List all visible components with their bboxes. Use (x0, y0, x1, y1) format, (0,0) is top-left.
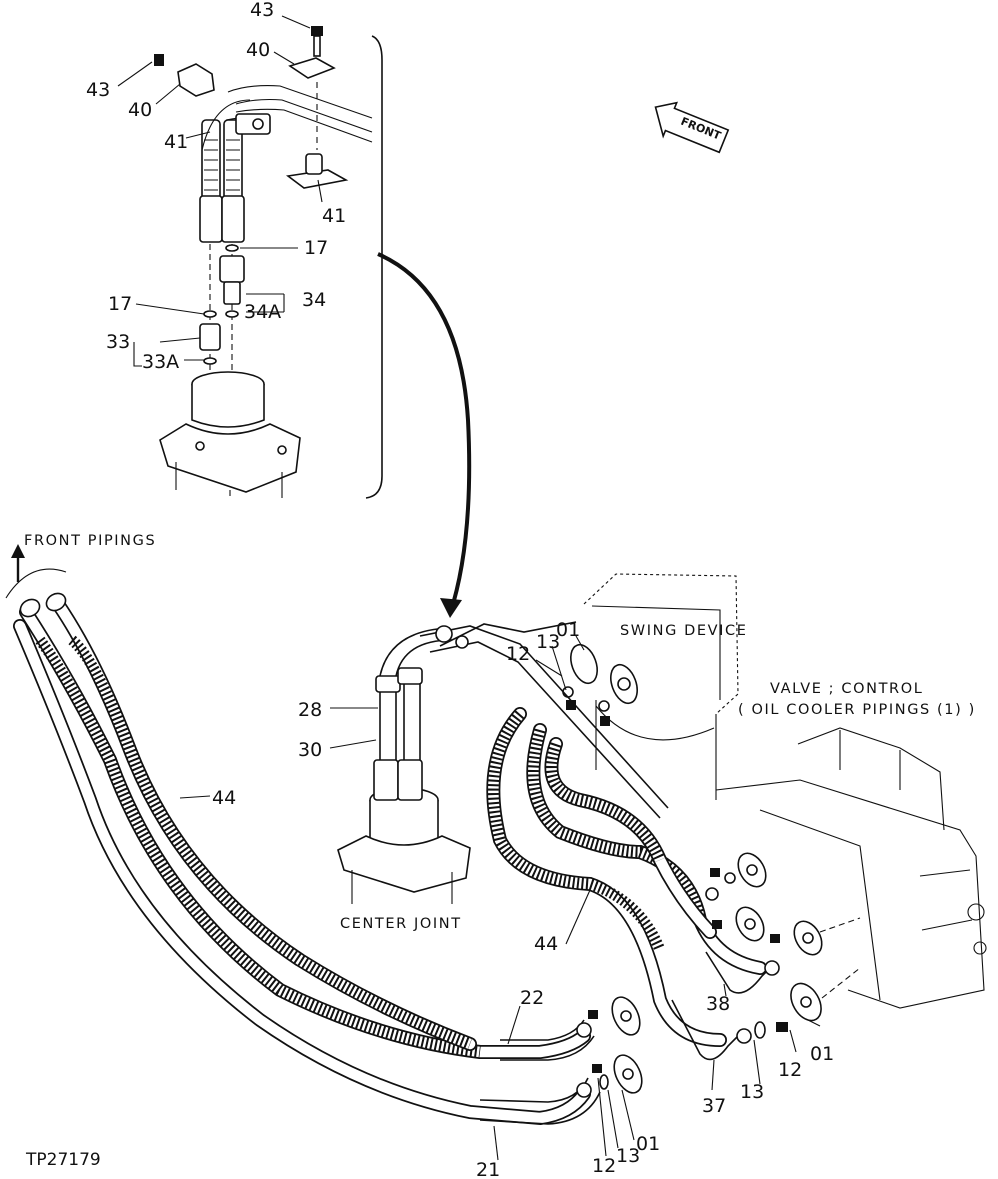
label-43-left: 43 (86, 79, 110, 101)
label-center-joint: CENTER JOINT (340, 916, 462, 932)
label-valve-control: VALVE ; CONTROL (770, 681, 923, 697)
label-13-bottom: 13 (616, 1145, 640, 1167)
valve-flange-3 (793, 920, 823, 956)
figure-id: TP27179 (25, 1150, 101, 1170)
oring-17-right (225, 244, 239, 252)
label-44-mid: 44 (534, 933, 558, 955)
label-38: 38 (706, 993, 730, 1015)
label-12-bottom: 12 (592, 1155, 616, 1177)
label-44-left: 44 (212, 787, 236, 809)
label-22: 22 (520, 987, 544, 1009)
label-01-right: 01 (810, 1043, 834, 1065)
label-41-right: 41 (322, 205, 346, 227)
label-13-top: 13 (536, 631, 560, 653)
inset-detail (154, 26, 383, 499)
oring-33a (203, 357, 217, 365)
bolt-43-top (311, 26, 323, 36)
control-valve (715, 727, 987, 1009)
swing-device (583, 573, 739, 800)
label-40-top: 40 (246, 39, 270, 61)
oring-34a (225, 310, 239, 318)
label-oil-cooler-pipings: ( OIL COOLER PIPINGS (1) ) (738, 702, 976, 718)
clip-40-left (177, 63, 215, 97)
valve-flange-2 (735, 906, 765, 942)
fitting-34 (219, 255, 245, 283)
bottom-flanges (588, 996, 643, 1094)
label-17-right: 17 (304, 237, 328, 259)
label-40-left: 40 (128, 99, 152, 121)
fitting-33 (199, 323, 221, 351)
hose-44-main (486, 707, 767, 1047)
label-front-pipings: FRONT PIPINGS (24, 533, 156, 549)
oring-17-left (203, 310, 217, 318)
hose-28-30 (373, 627, 453, 801)
label-43-top: 43 (250, 0, 274, 21)
detail-pointer-arrow (377, 252, 472, 615)
front-direction-arrow (654, 101, 730, 154)
label-34: 34 (302, 289, 326, 311)
label-34a: 34A (244, 301, 281, 323)
clip-40-top (288, 57, 336, 79)
label-30: 30 (298, 739, 322, 761)
hose-44-front (5, 568, 591, 1126)
label-12-right: 12 (778, 1059, 802, 1081)
label-33a: 33A (142, 351, 179, 373)
label-13-right: 13 (740, 1081, 764, 1103)
label-21: 21 (476, 1159, 500, 1179)
label-12-top: 12 (506, 643, 530, 665)
inset-bracket (365, 35, 383, 499)
label-41-left: 41 (164, 131, 188, 153)
label-17-left: 17 (108, 293, 132, 315)
label-33: 33 (106, 331, 130, 353)
label-37: 37 (702, 1095, 726, 1117)
label-swing-device: SWING DEVICE (620, 623, 748, 639)
leader-lines (117, 15, 821, 1161)
label-28: 28 (298, 699, 322, 721)
label-01-top: 01 (556, 619, 580, 641)
valve-flange-4 (790, 982, 822, 1022)
label-01-bottom: 01 (636, 1133, 660, 1155)
swing-flanges (562, 643, 638, 726)
valve-flange-1 (737, 852, 767, 888)
callout-labels: 43 40 43 40 41 41 17 17 34 34A 33 33A 01… (24, 0, 976, 1179)
center-joint (337, 787, 471, 904)
bolt-43-left (154, 54, 164, 66)
